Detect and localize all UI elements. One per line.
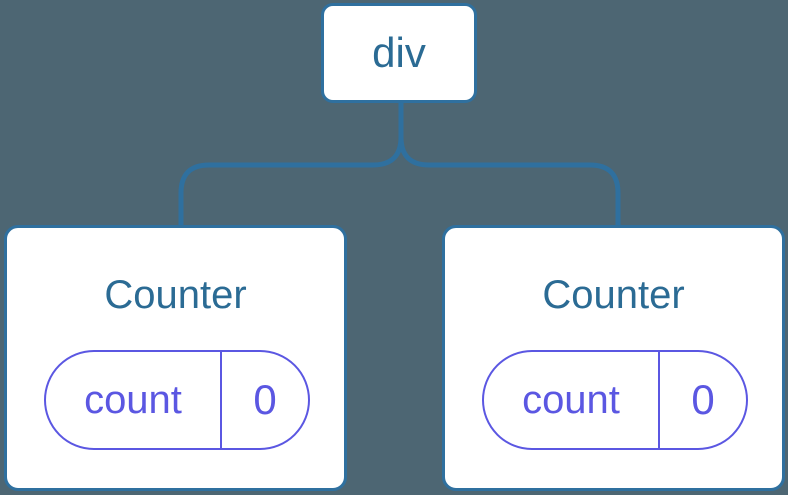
connector-left-branch — [178, 101, 404, 228]
tree-node-counter-2: Counter count 0 — [442, 225, 785, 491]
state-key-label: count — [522, 377, 620, 422]
root-node-label: div — [372, 29, 426, 76]
connector-right-branch — [398, 101, 621, 228]
component-name-label: Counter — [542, 273, 685, 317]
state-pill: count 0 — [482, 350, 748, 450]
pill-divider — [220, 352, 222, 448]
component-name-label: Counter — [104, 273, 247, 317]
state-pill: count 0 — [44, 350, 310, 450]
pill-divider — [658, 352, 660, 448]
tree-node-counter-1: Counter count 0 — [4, 225, 347, 491]
state-value-label: 0 — [691, 376, 715, 423]
tree-node-root: div — [321, 3, 477, 103]
state-value-label: 0 — [253, 376, 277, 423]
state-key-label: count — [84, 377, 182, 422]
